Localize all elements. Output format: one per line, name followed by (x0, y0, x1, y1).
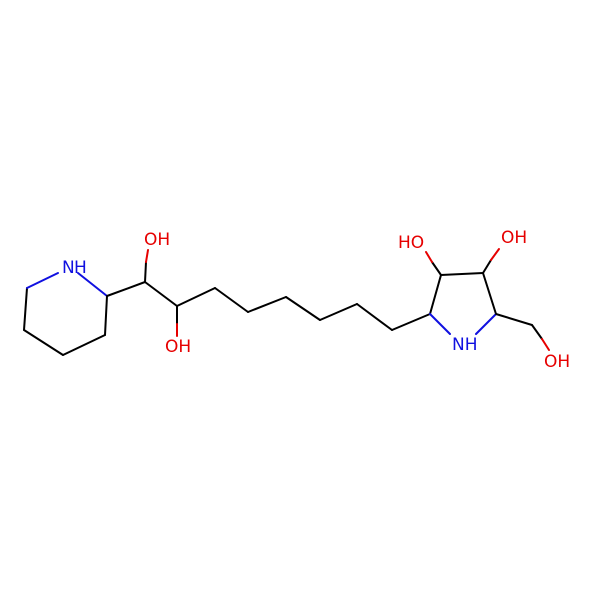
bond-rc-o-red (490, 248, 500, 261)
bond-c4-c5 (23, 329, 64, 356)
bond-c2-c3chain (176, 287, 216, 307)
bond-rb-rc (440, 272, 484, 276)
bond-rd-ch2 (495, 313, 533, 326)
bond-rb-o-red (425, 251, 433, 263)
piperidine-ring (23, 272, 108, 356)
bond-rc-o (482, 259, 492, 274)
piperidine-n-label: N (62, 258, 75, 278)
bond-c2-c3 (104, 295, 108, 336)
bond-c5-c6chain (285, 296, 321, 321)
bond-c6-c7chain (319, 303, 358, 321)
atom-labels: N H OH OH HO OH NH OH (62, 228, 570, 372)
bond-ring-c1 (106, 281, 146, 297)
bond-rd-n (475, 313, 497, 335)
ring-substituent-bonds (425, 248, 550, 351)
oh-c1-label: OH (144, 230, 170, 250)
bond-c1-c2 (144, 281, 178, 307)
side-chain (106, 281, 431, 331)
bond-ra-rb (429, 274, 442, 315)
bond-ch2-o (531, 324, 543, 340)
bond-c4-c5chain (247, 296, 287, 313)
bond-c3-c4 (62, 334, 106, 356)
chain-hydroxyl-bonds (144, 249, 178, 337)
pyrrolidine-nh-label: NH (452, 335, 478, 355)
oh-ring-right-label: OH (501, 228, 527, 248)
bond-c6-n (26, 272, 59, 289)
pyrrolidine-ring (429, 272, 497, 335)
bond-ch2-o-red (541, 338, 550, 351)
bond-rb-o (431, 261, 442, 276)
bond-c8-ring (391, 313, 431, 331)
bond-c7-c8chain (356, 303, 393, 331)
oh-ring-left-label: HO (398, 233, 424, 253)
oh-hydroxymethyl-label: OH (544, 352, 570, 372)
bond-rc-rd (482, 272, 497, 315)
bond-c3-c4chain (214, 287, 249, 313)
bond-c1-o (144, 261, 147, 283)
bond-n-c2 (77, 272, 108, 297)
bond-c1-o-red (145, 249, 149, 263)
bond-c5-c6 (23, 287, 28, 331)
bond-n-ra (429, 313, 451, 335)
piperidine-nh-label: H (74, 258, 87, 278)
oh-c2-label: OH (165, 337, 191, 357)
